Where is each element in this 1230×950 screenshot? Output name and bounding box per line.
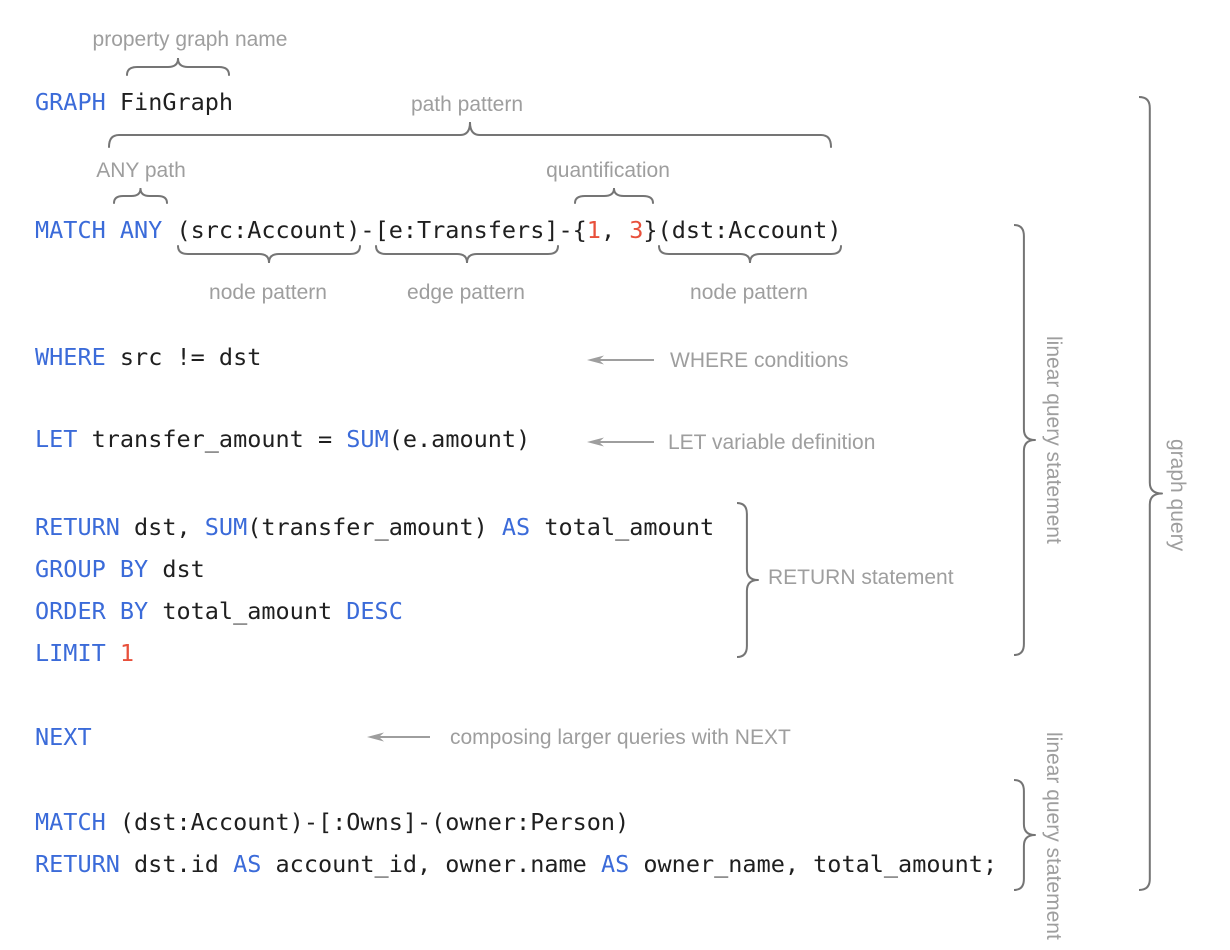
arrow-let-variable	[586, 435, 656, 449]
code-segment: }(dst:Account)	[643, 216, 842, 244]
code-segment: ,	[600, 216, 630, 244]
code-segment: SUM	[204, 513, 248, 541]
code-line-next: NEXT	[35, 723, 92, 751]
brace-linear-query-statement-2	[1014, 779, 1036, 891]
code-segment: LET	[35, 425, 78, 453]
code-segment: GRAPH	[35, 88, 106, 116]
code-line-let: LET transfer_amount = SUM(e.amount)	[35, 425, 530, 453]
label-node-pattern-2: node pattern	[690, 281, 808, 304]
code-line-match-2: MATCH (dst:Account)-[:Owns]-(owner:Perso…	[35, 808, 629, 836]
code-segment: MATCH ANY	[35, 216, 163, 244]
label-quantification: quantification	[546, 159, 670, 182]
label-where-conditions: WHERE conditions	[670, 349, 849, 372]
arrow-composing-next	[366, 730, 432, 744]
brace-node-pattern-2	[658, 245, 842, 263]
code-line-group-by: GROUP BY dst	[35, 555, 205, 583]
code-segment: (dst:Account)-[:Owns]-(owner:Person)	[105, 808, 630, 836]
code-line-match: MATCH ANY (src:Account)-[e:Transfers]-{1…	[35, 216, 841, 244]
code-segment: RETURN	[35, 850, 120, 878]
code-segment: SUM	[346, 425, 389, 453]
brace-property-graph-name	[126, 58, 230, 76]
code-segment: DESC	[346, 597, 403, 625]
code-segment: dst	[148, 555, 205, 583]
code-line-limit: LIMIT 1	[35, 639, 134, 667]
code-line-graph: GRAPH FinGraph	[35, 88, 233, 116]
code-segment: NEXT	[35, 723, 92, 751]
code-segment: transfer_amount =	[77, 425, 347, 453]
label-edge-pattern: edge pattern	[407, 281, 525, 304]
code-segment: account_id, owner.name	[261, 850, 601, 878]
code-segment: (src:Account)-[e:Transfers]-{	[162, 216, 587, 244]
label-linear-query-statement-2: linear query statement	[1042, 732, 1065, 940]
code-segment: (e.amount)	[388, 425, 531, 453]
brace-return-statement	[737, 502, 759, 658]
code-segment: 1	[119, 639, 135, 667]
code-segment: RETURN	[35, 513, 120, 541]
code-segment: WHERE	[35, 343, 106, 371]
code-segment: dst.id	[119, 850, 234, 878]
code-line-where: WHERE src != dst	[35, 343, 261, 371]
code-segment: (transfer_amount)	[247, 513, 502, 541]
code-segment: total_amount	[530, 513, 715, 541]
code-segment: LIMIT	[35, 639, 106, 667]
code-segment: FinGraph	[105, 88, 234, 116]
label-let-variable-definition: LET variable definition	[668, 431, 876, 454]
code-segment: GROUP BY	[35, 555, 149, 583]
code-line-return: RETURN dst, SUM(transfer_amount) AS tota…	[35, 513, 714, 541]
label-property-graph-name: property graph name	[92, 28, 288, 51]
brace-edge-pattern	[375, 245, 559, 263]
code-segment: 3	[629, 216, 644, 244]
code-segment: 1	[586, 216, 601, 244]
code-segment: AS	[501, 513, 531, 541]
label-any-path: ANY path	[96, 159, 186, 182]
code-segment: owner_name, total_amount;	[629, 850, 998, 878]
code-line-return-2: RETURN dst.id AS account_id, owner.name …	[35, 850, 997, 878]
label-composing-next: composing larger queries with NEXT	[450, 726, 791, 749]
label-linear-query-statement-1: linear query statement	[1042, 336, 1065, 544]
label-graph-query: graph query	[1166, 438, 1189, 552]
label-return-statement: RETURN statement	[768, 566, 954, 589]
label-path-pattern: path pattern	[410, 93, 524, 116]
code-segment	[106, 639, 120, 667]
code-segment: AS	[600, 850, 630, 878]
arrow-where-conditions	[586, 353, 656, 367]
code-segment: dst,	[119, 513, 205, 541]
code-segment: ORDER BY	[35, 597, 149, 625]
code-segment: MATCH	[35, 808, 106, 836]
brace-linear-query-statement-1	[1014, 224, 1036, 656]
code-segment: AS	[233, 850, 262, 878]
code-line-order-by: ORDER BY total_amount DESC	[35, 597, 403, 625]
code-segment: total_amount	[148, 597, 347, 625]
label-node-pattern-1: node pattern	[209, 281, 327, 304]
code-segment: src != dst	[105, 343, 262, 371]
brace-path-pattern	[108, 122, 832, 148]
brace-graph-query	[1139, 96, 1163, 891]
brace-quantification	[574, 188, 654, 204]
brace-any-path	[113, 188, 168, 204]
brace-node-pattern-1	[177, 245, 361, 263]
